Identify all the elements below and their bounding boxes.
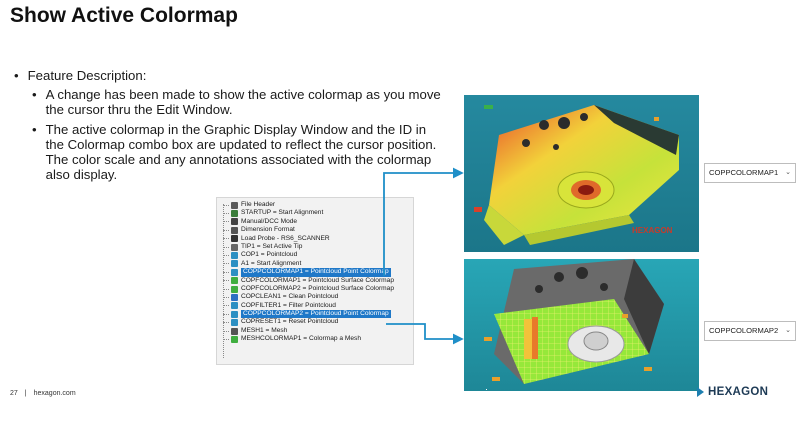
graphic-display-view-2[interactable] xyxy=(464,259,699,391)
tree-item[interactable]: A1 = Start Alignment xyxy=(223,260,413,268)
bullet-item-2: • The active colormap in the Graphic Dis… xyxy=(32,122,444,183)
tree-item-label: MESHCOLORMAP1 = Colormap a Mesh xyxy=(241,335,362,343)
reset-icon xyxy=(231,319,238,327)
mesh-icon xyxy=(231,327,238,335)
feature-description: • Feature Description: • A change has be… xyxy=(14,68,444,186)
bullet-feature-text: Feature Description: xyxy=(27,68,147,83)
combo-value: COPPCOLORMAP1 xyxy=(709,168,779,177)
tree-branch xyxy=(223,221,229,223)
tree-item-label: COPFILTER1 = Filter Pointcloud xyxy=(241,301,336,309)
bullet-item-2-text: The active colormap in the Graphic Displ… xyxy=(45,121,437,183)
bullet-dot: • xyxy=(14,68,19,83)
file-icon xyxy=(231,201,238,209)
colormap-icon xyxy=(231,277,238,285)
clean-icon xyxy=(231,293,238,301)
colormap-icon xyxy=(231,268,238,276)
tree-item-label: COPPCOLORMAP2 = Pointcloud Point Colorma… xyxy=(241,310,391,319)
pointcloud-icon xyxy=(231,252,238,260)
colormap-combo-box-1[interactable]: COPPCOLORMAP1 ⌄ xyxy=(704,163,796,183)
tree-item-label: MESH1 = Mesh xyxy=(241,326,288,334)
footer-site: hexagon.com xyxy=(33,390,76,397)
graphic-display-view-1[interactable]: HEXAGON xyxy=(464,95,699,252)
bullet-item-1: • A change has been made to show the act… xyxy=(32,87,444,117)
mesh-colormap-icon xyxy=(231,335,238,343)
probe-icon xyxy=(231,235,238,243)
bullet-item-1-text: A change has been made to show the activ… xyxy=(45,87,441,118)
tree-branch xyxy=(223,330,229,332)
tree-branch xyxy=(223,280,229,282)
tree-branch xyxy=(223,229,229,231)
tree-item[interactable]: MESH1 = Mesh xyxy=(223,327,413,335)
tree-item-label: COPFCOLORMAP2 = Pointcloud Surface Color… xyxy=(241,284,394,292)
watermark: HEXAGON xyxy=(632,226,673,235)
tree-branch xyxy=(223,204,229,206)
colormap-icon xyxy=(231,285,238,293)
tree-branch xyxy=(223,238,229,240)
tree-item[interactable]: COPRESET1 = Reset Pointcloud xyxy=(223,318,413,327)
tree-branch xyxy=(223,305,229,307)
tree-branch xyxy=(223,296,229,298)
footer: 27 | hexagon.com xyxy=(10,390,76,397)
footer-separator: | xyxy=(24,390,27,397)
tree-item-label: COPCLEAN1 = Clean Pointcloud xyxy=(241,293,339,301)
colormap-icon xyxy=(231,310,238,318)
tree-item[interactable]: File Header xyxy=(223,201,413,209)
format-icon xyxy=(231,226,238,234)
combo-value: COPPCOLORMAP2 xyxy=(709,326,779,335)
tree-branch xyxy=(223,271,229,273)
tree-branch xyxy=(223,213,229,215)
tree-branch xyxy=(223,338,229,340)
tip-icon xyxy=(231,243,238,251)
tree-item-label: COP1 = Pointcloud xyxy=(241,251,298,259)
hexagon-logo: HEXAGON xyxy=(697,386,768,398)
tree-branch xyxy=(223,263,229,265)
tree-branch xyxy=(223,255,229,257)
tree-branch xyxy=(223,322,229,324)
tree-item-label: COPFCOLORMAP1 = Pointcloud Surface Color… xyxy=(241,276,394,284)
alignment-icon xyxy=(231,260,238,268)
page-number: 27 xyxy=(10,390,18,397)
tree-item[interactable]: COPFCOLORMAP1 = Pointcloud Surface Color… xyxy=(223,277,413,285)
tree-item-label: COPPCOLORMAP1 = Pointcloud Point Colorma… xyxy=(241,268,391,277)
tree-branch xyxy=(223,288,229,290)
hexagon-logo-icon xyxy=(697,387,704,397)
filter-icon xyxy=(231,302,238,310)
tree-item[interactable]: TIP1 = Set Active Tip xyxy=(223,243,413,251)
part-colormap-render-1: HEXAGON xyxy=(474,105,679,245)
part-colormap-render-2 xyxy=(484,259,664,390)
tree-item[interactable]: Load Probe - RS6_SCANNER xyxy=(223,235,413,243)
tree-item[interactable]: COPCLEAN1 = Clean Pointcloud xyxy=(223,293,413,301)
slide-title: Show Active Colormap xyxy=(10,4,238,27)
tree-item[interactable]: MESHCOLORMAP1 = Colormap a Mesh xyxy=(223,335,413,343)
bullet-dot: • xyxy=(32,87,37,103)
tree-item-label: File Header xyxy=(241,201,276,208)
tree-branch xyxy=(223,246,229,248)
logo-text: HEXAGON xyxy=(708,386,769,398)
tree-item-label: STARTUP = Start Alignment xyxy=(241,209,324,217)
tree-item[interactable]: COP1 = Pointcloud xyxy=(223,251,413,260)
chevron-down-icon[interactable]: ⌄ xyxy=(785,169,791,176)
tree-item[interactable]: Manual/DCC Mode xyxy=(223,218,413,226)
bullet-feature: • Feature Description: xyxy=(14,68,444,83)
tree-item[interactable]: STARTUP = Start Alignment xyxy=(223,209,413,218)
alignment-icon xyxy=(231,210,238,218)
tree-item[interactable]: COPPCOLORMAP2 = Pointcloud Point Colorma… xyxy=(223,310,413,319)
tree-item[interactable]: Dimension Format xyxy=(223,226,413,234)
bullet-dot: • xyxy=(32,121,37,137)
tree-item-label: Dimension Format xyxy=(241,226,295,234)
tree-item-label: Load Probe - RS6_SCANNER xyxy=(241,234,330,242)
tree-item[interactable]: COPFCOLORMAP2 = Pointcloud Surface Color… xyxy=(223,285,413,293)
tree-item-label: Manual/DCC Mode xyxy=(241,217,298,225)
tree-item-label: COPRESET1 = Reset Pointcloud xyxy=(241,318,339,326)
colormap-combo-box-2[interactable]: COPPCOLORMAP2 ⌄ xyxy=(704,321,796,341)
chevron-down-icon[interactable]: ⌄ xyxy=(785,327,791,334)
tree-item[interactable]: COPFILTER1 = Filter Pointcloud xyxy=(223,302,413,310)
tree-item-label: TIP1 = Set Active Tip xyxy=(241,242,303,250)
tree-item[interactable]: COPPCOLORMAP1 = Pointcloud Point Colorma… xyxy=(223,268,413,277)
tree-item-label: A1 = Start Alignment xyxy=(241,259,302,267)
mode-icon xyxy=(231,218,238,226)
tree-branch xyxy=(223,313,229,315)
